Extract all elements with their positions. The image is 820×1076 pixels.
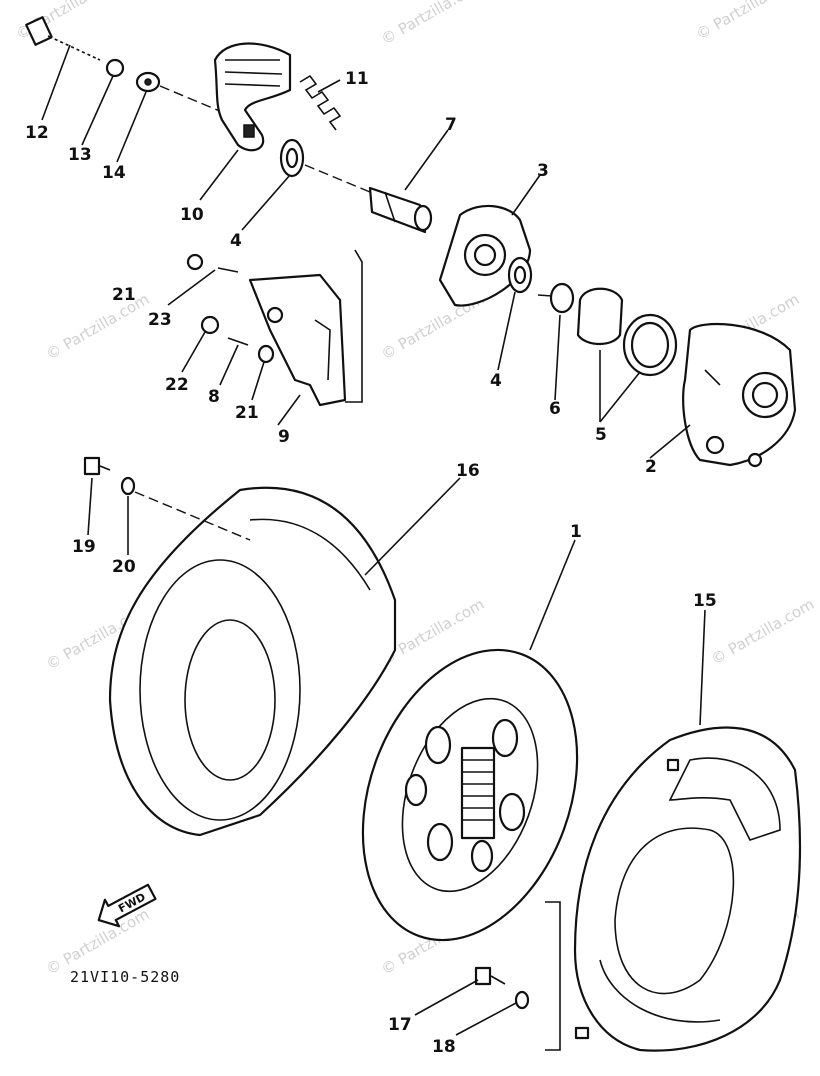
callout-21-lower: 21: [235, 403, 259, 423]
callout-4-upper: 4: [230, 231, 242, 251]
callout-13: 13: [68, 145, 92, 165]
watermark: © Partzilla.com: [13, 0, 122, 43]
bolt-19: [83, 456, 111, 476]
stud-8: [227, 337, 249, 346]
nut: [186, 253, 204, 271]
assembly-line: [134, 491, 251, 541]
cover-16: [108, 486, 397, 837]
callout-1: 1: [570, 522, 582, 542]
callout-18: 18: [432, 1037, 456, 1057]
dust-cover-5: [576, 287, 678, 377]
callout-14: 14: [102, 163, 126, 183]
callout-7: 7: [445, 115, 457, 135]
callout-16: 16: [456, 461, 480, 481]
leader-line: [345, 249, 363, 403]
watermark: © Partzilla.com: [708, 595, 817, 668]
callout-9: 9: [278, 427, 290, 447]
callout-23: 23: [148, 310, 172, 330]
bracket-9: [248, 273, 347, 407]
leader-lines: [41, 44, 706, 1036]
watermark: © Partzilla.com: [693, 0, 802, 43]
callout-17: 17: [388, 1015, 412, 1035]
callout-19: 19: [72, 537, 96, 557]
callout-21-upper: 21: [112, 285, 136, 305]
callout-15: 15: [693, 591, 717, 611]
washer-21: [257, 344, 275, 364]
callout-11: 11: [345, 69, 369, 89]
plug-6: [537, 282, 575, 314]
disc-shield-15: [573, 726, 802, 1052]
watermark: © Partzilla.com: [43, 290, 152, 363]
bolt-12: [25, 16, 101, 61]
bearing-plate-3: [438, 204, 532, 307]
shaft-7: [368, 186, 433, 234]
callout-12: 12: [25, 123, 49, 143]
caliper-housing-2: [682, 322, 797, 468]
callout-10: 10: [180, 205, 204, 225]
callout-2: 2: [645, 457, 657, 477]
callout-5: 5: [595, 425, 607, 445]
oil-seal-4-upper: [279, 138, 305, 178]
lever-10: [213, 42, 292, 152]
assembly-line: [304, 164, 371, 193]
washer-18: [514, 990, 530, 1010]
callout-8: 8: [208, 387, 220, 407]
stud-23: [217, 267, 239, 273]
spring-11: [299, 74, 342, 131]
leader-line: [545, 901, 561, 1051]
bolt-17: [474, 966, 506, 986]
washer-14: [135, 71, 161, 93]
callout-4-lower: 4: [490, 371, 502, 391]
callout-labels: 12 13 14 10 11 7 3 4 23 22 8 21 21 9 4 6…: [25, 69, 717, 1057]
callout-6: 6: [549, 399, 561, 419]
assembly-line: [159, 85, 223, 113]
diagram-code: 21VI10-5280: [70, 968, 180, 986]
nut-22: [200, 315, 220, 335]
washer-20: [120, 476, 136, 496]
brake-disc-1: [361, 648, 579, 942]
nut-13: [105, 58, 125, 78]
watermark: © Partzilla.com: [378, 0, 487, 48]
callout-3: 3: [537, 161, 549, 181]
oil-seal-4-lower: [507, 256, 533, 294]
callout-20: 20: [112, 557, 136, 577]
callout-22: 22: [165, 375, 189, 395]
